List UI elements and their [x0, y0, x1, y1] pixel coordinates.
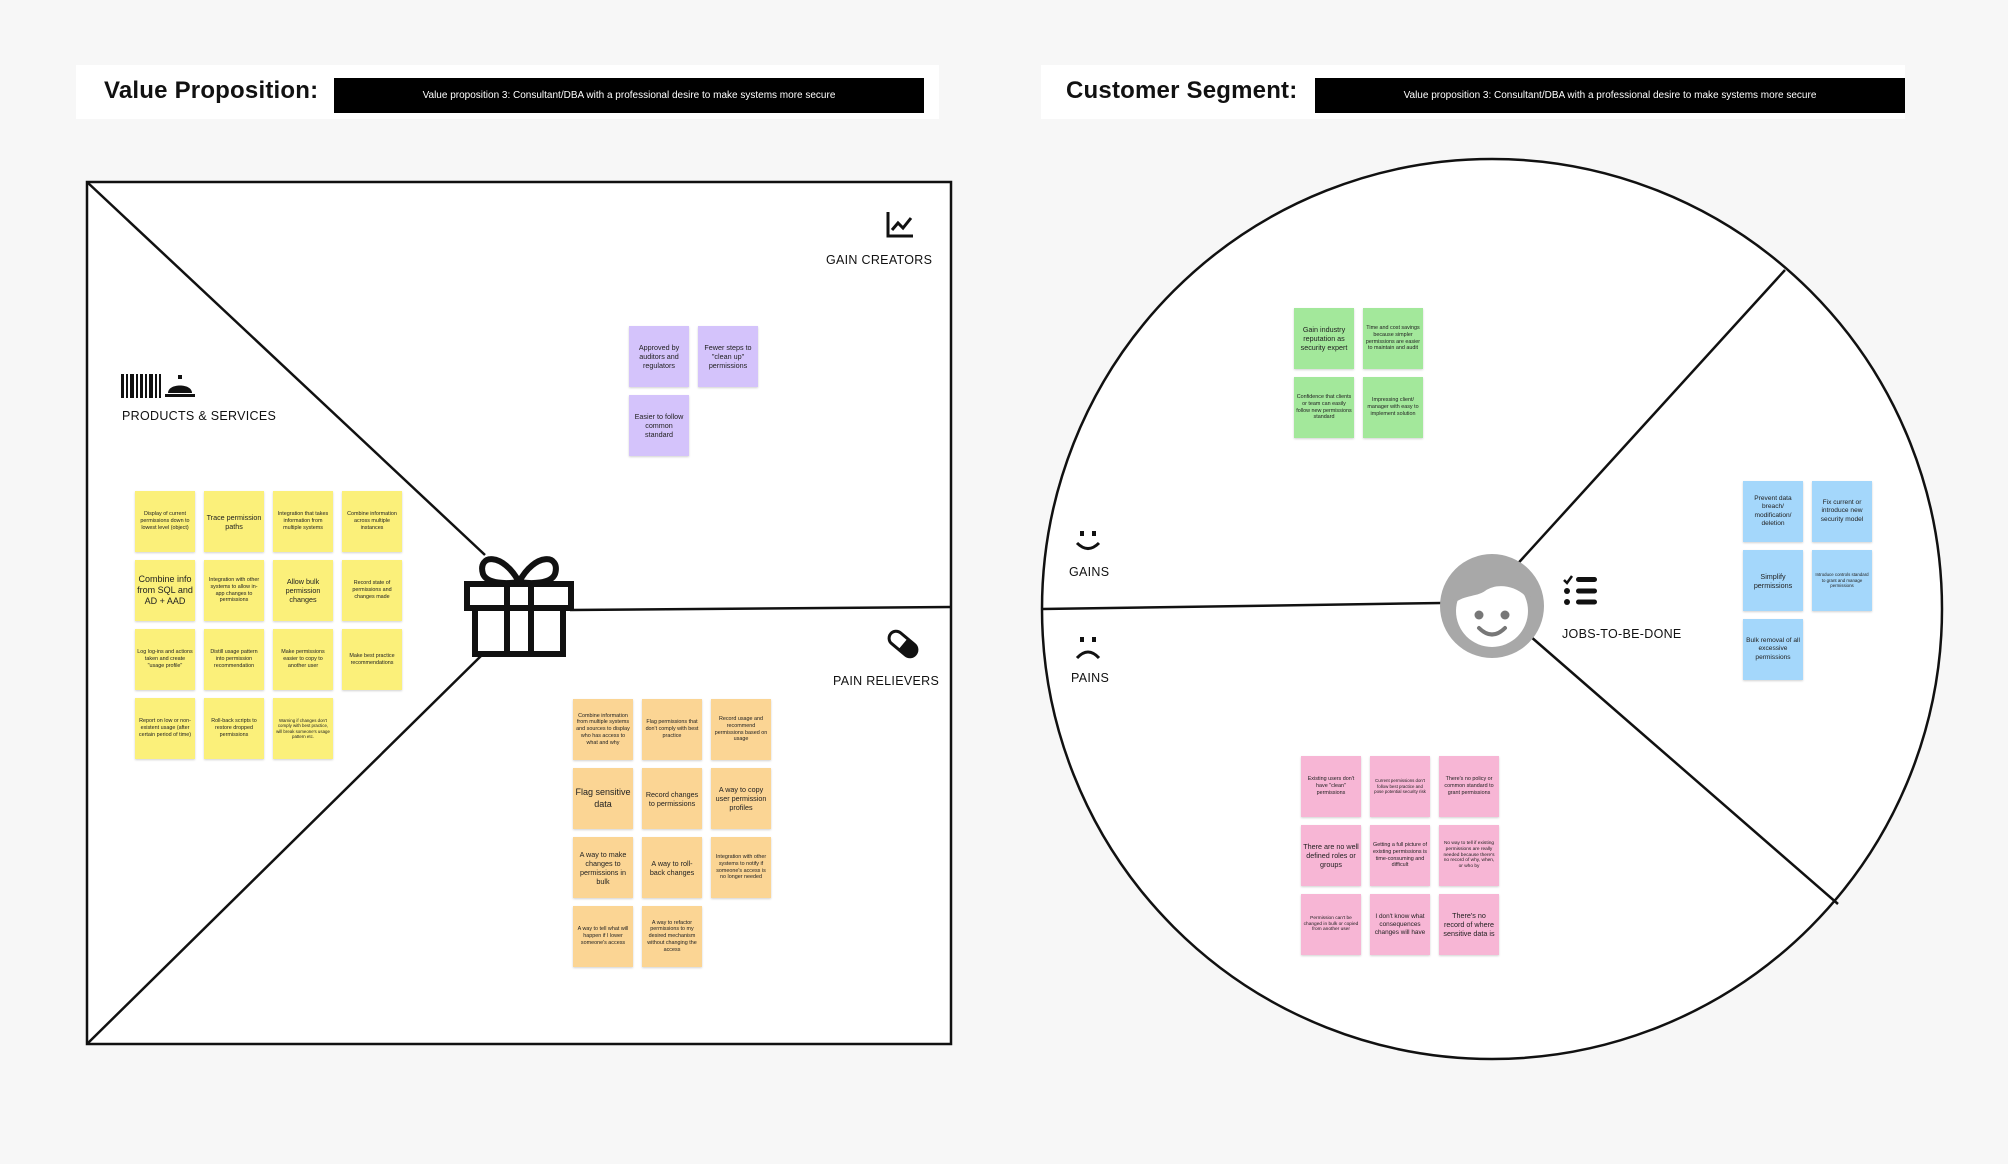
sticky-note[interactable]: Integration with other systems to allow …: [204, 560, 264, 621]
sticky-note[interactable]: Combine info from SQL and AD + AAD: [135, 560, 195, 621]
sticky-note[interactable]: Allow bulk permission changes: [273, 560, 333, 621]
trend-chart-icon: [886, 212, 913, 238]
sticky-note[interactable]: Time and cost savings because simpler pe…: [1363, 308, 1423, 369]
sticky-note[interactable]: Roll-back scripts to restore dropped per…: [204, 698, 264, 759]
sticky-note[interactable]: Combine information from multiple system…: [573, 699, 633, 760]
sticky-note[interactable]: Flag permissions that don't comply with …: [642, 699, 702, 760]
products-services-label: PRODUCTS & SERVICES: [122, 409, 277, 423]
sticky-note[interactable]: Easier to follow common standard: [629, 395, 689, 456]
checklist-icon: [1563, 575, 1597, 605]
sticky-note[interactable]: Introduce controls standard to grant and…: [1812, 550, 1872, 611]
customer-segment-title: Customer Segment:: [1066, 77, 1298, 104]
frown-icon: [1075, 637, 1101, 660]
sticky-note[interactable]: A way to roll-back changes: [642, 837, 702, 898]
sticky-note[interactable]: There are no well defined roles or group…: [1301, 825, 1361, 886]
sticky-note[interactable]: No way to tell if existing permissions a…: [1439, 825, 1499, 886]
sticky-note[interactable]: A way to make changes to permissions in …: [573, 837, 633, 898]
sticky-note[interactable]: There's no record of where sensitive dat…: [1439, 894, 1499, 955]
sticky-note[interactable]: Existing users don't have "clean" permis…: [1301, 756, 1361, 817]
sticky-note[interactable]: Display of current permissions down to l…: [135, 491, 195, 552]
value-proposition-header: Value Proposition: Value proposition 3: …: [76, 65, 939, 119]
sticky-note[interactable]: Integration with other systems to notify…: [711, 837, 771, 898]
sticky-note[interactable]: Gain industry reputation as security exp…: [1294, 308, 1354, 369]
sticky-note[interactable]: Make permissions easier to copy to anoth…: [273, 629, 333, 690]
customer-avatar-icon: [1440, 554, 1544, 658]
sticky-note[interactable]: Getting a full picture of existing permi…: [1370, 825, 1430, 886]
customer-segment-header: Customer Segment: Value proposition 3: C…: [1041, 65, 1905, 119]
value-proposition-title: Value Proposition:: [104, 77, 319, 104]
smile-icon: [1075, 531, 1101, 550]
sticky-note[interactable]: Bulk removal of all excessive permission…: [1743, 619, 1803, 680]
sticky-note[interactable]: Integration that takes information from …: [273, 491, 333, 552]
sticky-note[interactable]: A way to tell what will happen if I lowe…: [573, 906, 633, 967]
sticky-note[interactable]: Fewer steps to "clean up" permissions: [698, 326, 758, 387]
customer-segment-statement[interactable]: Value proposition 3: Consultant/DBA with…: [1315, 78, 1905, 113]
sticky-note[interactable]: A way to refactor permissions to my desi…: [642, 906, 702, 967]
gains-label: GAINS: [1069, 565, 1110, 579]
pains-label: PAINS: [1071, 671, 1110, 685]
sticky-note[interactable]: Impressing client/ manager with easy to …: [1363, 377, 1423, 438]
sticky-note[interactable]: Permission can't be changed in bulk or c…: [1301, 894, 1361, 955]
sticky-note[interactable]: Current permissions don't follow best pr…: [1370, 756, 1430, 817]
sticky-note[interactable]: Report on low or non-existent usage (aft…: [135, 698, 195, 759]
sticky-note[interactable]: I don't know what consequences changes w…: [1370, 894, 1430, 955]
sticky-note[interactable]: A way to copy user permission profiles: [711, 768, 771, 829]
gain-creators-label: GAIN CREATORS: [826, 253, 933, 267]
sticky-note[interactable]: There's no policy or common standard to …: [1439, 756, 1499, 817]
sticky-note[interactable]: Make best practice recommendations: [342, 629, 402, 690]
value-proposition-statement[interactable]: Value proposition 3: Consultant/DBA with…: [334, 78, 924, 113]
sticky-note[interactable]: Flag sensitive data: [573, 768, 633, 829]
sticky-note[interactable]: Distill usage pattern into permission re…: [204, 629, 264, 690]
pill-icon: [887, 629, 919, 659]
service-bell-icon: [165, 375, 195, 397]
pain-relievers-label: PAIN RELIEVERS: [833, 674, 940, 688]
jobs-to-be-done-label: JOBS-TO-BE-DONE: [1562, 627, 1682, 641]
barcode-icon: [121, 374, 161, 398]
sticky-note[interactable]: Prevent data breach/ modification/ delet…: [1743, 481, 1803, 542]
sticky-note[interactable]: Record usage and recommend permissions b…: [711, 699, 771, 760]
sticky-note[interactable]: Fix current or introduce new security mo…: [1812, 481, 1872, 542]
sticky-note[interactable]: Log log-ins and actions taken and create…: [135, 629, 195, 690]
sticky-note[interactable]: Trace permission paths: [204, 491, 264, 552]
sticky-note[interactable]: Approved by auditors and regulators: [629, 326, 689, 387]
sticky-note[interactable]: Confidence that clients or team can easi…: [1294, 377, 1354, 438]
gift-icon: [464, 556, 574, 657]
sticky-note[interactable]: Warning if changes don't comply with bes…: [273, 698, 333, 759]
sticky-note[interactable]: Simplify permissions: [1743, 550, 1803, 611]
sticky-note[interactable]: Record changes to permissions: [642, 768, 702, 829]
sticky-note[interactable]: Combine information across multiple inst…: [342, 491, 402, 552]
sticky-note[interactable]: Record state of permissions and changes …: [342, 560, 402, 621]
